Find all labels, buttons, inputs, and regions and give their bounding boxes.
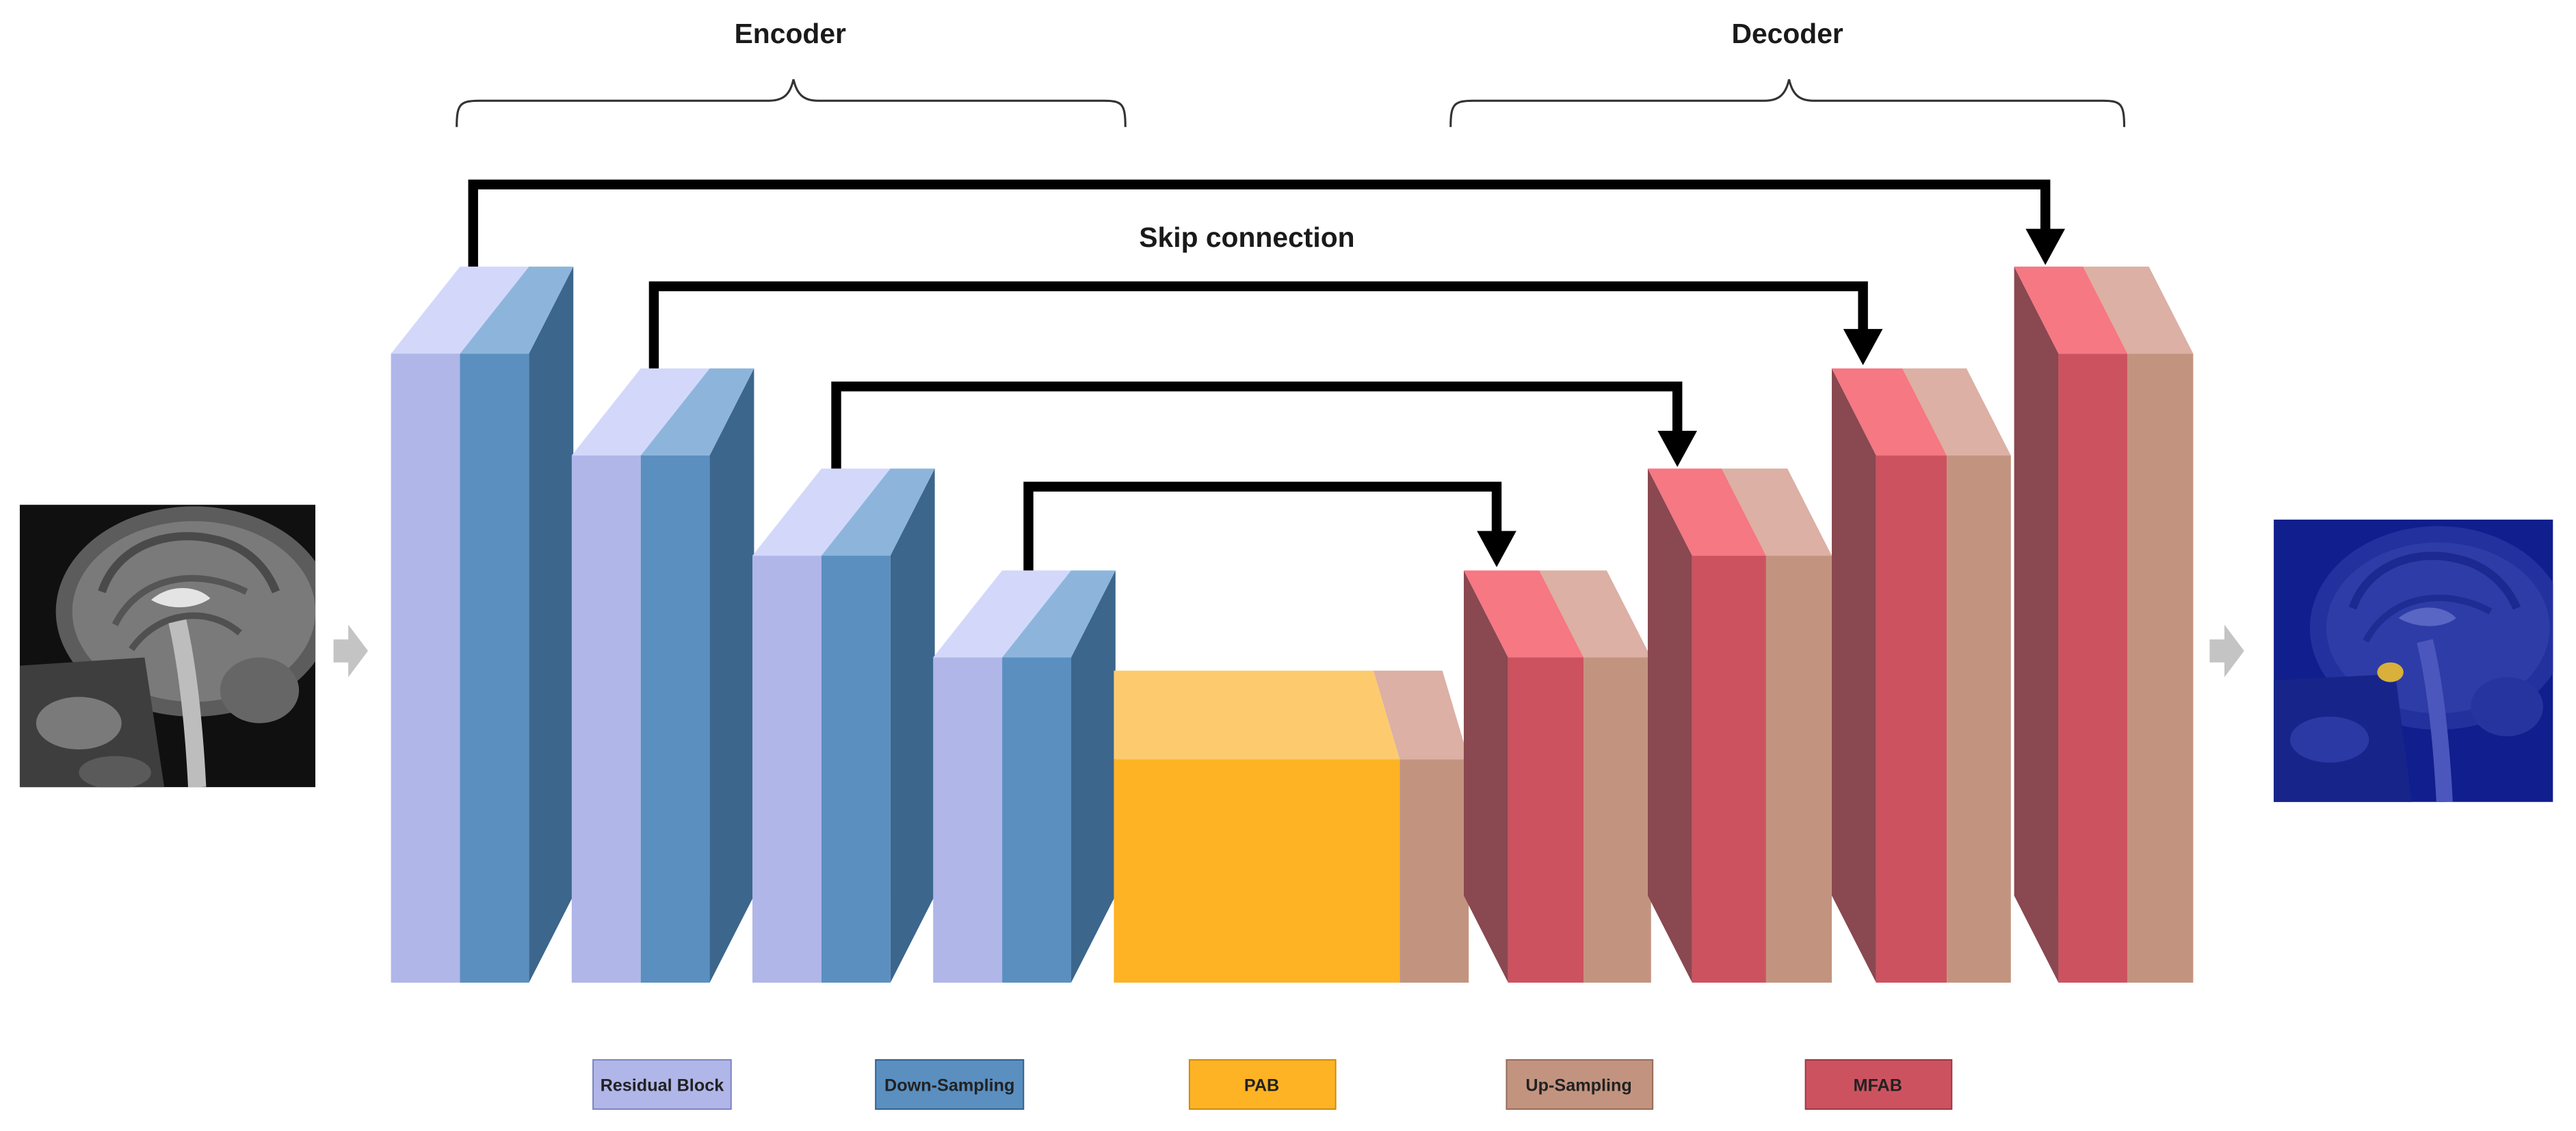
skip-connection-2 xyxy=(648,281,1883,369)
decoder-title: Decoder xyxy=(1731,18,1843,49)
legend-label-residual-block: Residual Block xyxy=(601,1076,725,1095)
legend-item-up-sampling: Up-Sampling xyxy=(1506,1059,1654,1110)
skip-connection-label: Skip connection xyxy=(1139,222,1354,253)
input-mri-image xyxy=(19,505,316,788)
encoder-brace xyxy=(456,79,1127,127)
legend-item-down-sampling: Down-Sampling xyxy=(875,1059,1025,1110)
legend-label-down-sampling: Down-Sampling xyxy=(884,1076,1014,1095)
legend-item-pab: PAB xyxy=(1188,1059,1337,1110)
legend: Residual Block Down-Sampling PAB Up-Samp… xyxy=(592,1059,1953,1110)
encoder-block-3 xyxy=(752,468,935,983)
decoder-block-3 xyxy=(1831,368,2011,983)
legend-item-mfab: MFAB xyxy=(1804,1059,1953,1110)
output-arrow xyxy=(2209,624,2244,678)
skip-connection-4 xyxy=(1023,481,1516,571)
input-arrow xyxy=(333,624,368,678)
bottleneck-block xyxy=(1114,670,1469,983)
decoder-block-4 xyxy=(2014,266,2194,983)
legend-label-mfab: MFAB xyxy=(1854,1076,1902,1095)
encoder-block-2 xyxy=(571,368,754,983)
legend-label-pab: PAB xyxy=(1244,1076,1279,1095)
decoder-brace xyxy=(1449,79,2126,127)
encoder-block-4 xyxy=(933,570,1116,983)
skip-connection-1 xyxy=(468,179,2066,267)
output-mri-image xyxy=(2274,519,2553,802)
legend-item-residual-block: Residual Block xyxy=(592,1059,732,1110)
skip-connection-3 xyxy=(831,382,1698,469)
decoder-block-2 xyxy=(1647,468,1832,983)
encoder-title: Encoder xyxy=(735,18,846,49)
encoder-block-1 xyxy=(391,266,574,983)
legend-label-up-sampling: Up-Sampling xyxy=(1525,1076,1631,1095)
decoder-block-1 xyxy=(1463,570,1651,983)
